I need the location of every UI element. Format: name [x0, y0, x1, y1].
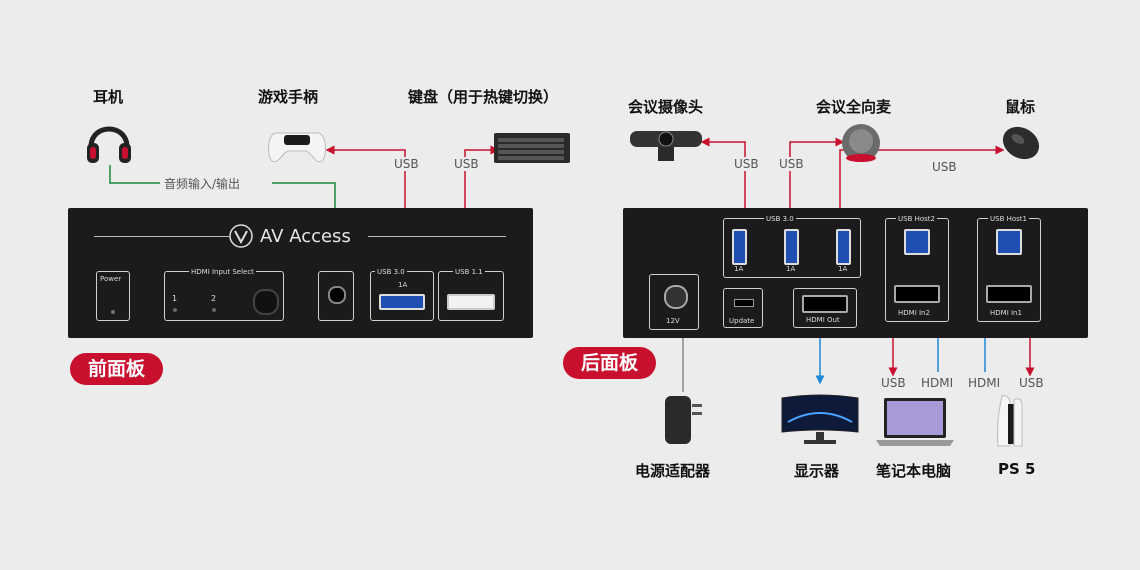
power-adapter-icon [665, 396, 702, 444]
ps5-label: PS 5 [998, 460, 1036, 478]
hdmi-out-group: HDMI Out [793, 288, 857, 328]
camera-usb-line [700, 137, 750, 237]
power-adapter-label: 电源适配器 [635, 462, 711, 480]
ps5-hdmi-label: HDMI [968, 376, 1001, 390]
update-port[interactable]: Update [723, 288, 763, 328]
usb-host2-label: USB Host2 [896, 215, 937, 223]
audio-port[interactable] [318, 271, 354, 321]
camera-usb-label: USB [734, 157, 759, 171]
usb-hub-port-3[interactable] [836, 229, 851, 265]
hdmi-select-label: HDMI Input Select [189, 268, 256, 276]
keyboard-usb-label: USB [454, 157, 479, 171]
usb-hub-current-3: 1A [838, 265, 848, 273]
camera-label: 会议摄像头 [628, 98, 704, 116]
usb-hub-ports: USB 3.0 1A 1A 1A [723, 215, 861, 278]
power-port-label: 12V [666, 317, 680, 325]
mouse-label: 鼠标 [1005, 98, 1036, 116]
host2-group: USB Host2 HDMI In2 [885, 215, 949, 322]
hdmi-in1-port[interactable] [986, 285, 1032, 303]
usb11-port-front[interactable]: USB 1.1 [438, 268, 504, 321]
laptop-hdmi-label: HDMI [921, 376, 954, 390]
keyboard-icon [494, 133, 570, 163]
hdmi-out-label: HDMI Out [806, 316, 840, 324]
usb11-label: USB 1.1 [453, 268, 485, 276]
mouse-usb-label: USB [932, 160, 957, 174]
hdmi-out-port[interactable] [802, 295, 848, 313]
av-access-logo-icon [229, 224, 253, 248]
keyboard-label: 键盘（用于热键切换） [408, 88, 559, 106]
usb-hub-label: USB 3.0 [764, 215, 796, 223]
rear-panel-badge: 后面板 [563, 347, 657, 379]
laptop-label: 笔记本电脑 [876, 462, 952, 480]
ps5-usb-label: USB [1019, 376, 1044, 390]
mouse-usb-line [835, 145, 1005, 237]
mic-usb-line [785, 137, 845, 237]
select-button[interactable] [253, 289, 279, 315]
hdmi-in2-port[interactable] [894, 285, 940, 303]
headphones-icon [87, 126, 131, 163]
front-panel: AV Access Power HDMI Input Select 1 2 US… [68, 208, 533, 338]
power-port[interactable]: 12V [649, 274, 699, 330]
mic-usb-label: USB [779, 157, 804, 171]
rear-panel: USB 3.0 1A 1A 1A USB Host2 HDMI In2 USB … [623, 208, 1088, 338]
laptop-usb-label: USB [881, 376, 906, 390]
usb-hub-current-2: 1A [786, 265, 796, 273]
select-number-1: 1 [172, 294, 178, 303]
mic-label: 会议全向麦 [816, 98, 892, 116]
usb30-label: USB 3.0 [375, 268, 407, 276]
headphones-label: 耳机 [93, 88, 124, 106]
usb30-current: 1A [398, 281, 408, 289]
usb30-port-front[interactable]: USB 3.0 1A [370, 268, 434, 321]
ps5-icon [997, 395, 1023, 447]
hdmi-input-select: HDMI Input Select 1 2 [164, 268, 284, 321]
hdmi-in2-label: HDMI In2 [898, 309, 930, 317]
power-button[interactable]: Power [96, 271, 130, 321]
usb-host2-port[interactable] [904, 229, 930, 255]
gamepad-usb-label: USB [394, 157, 419, 171]
update-label: Update [729, 317, 755, 325]
host1-group: USB Host1 HDMI In1 [977, 215, 1041, 322]
laptop-icon [876, 398, 954, 446]
usb-host1-port[interactable] [996, 229, 1022, 255]
usb-host1-label: USB Host1 [988, 215, 1029, 223]
usb-hub-port-1[interactable] [732, 229, 747, 265]
monitor-label: 显示器 [794, 462, 840, 480]
select-number-2: 2 [211, 294, 217, 303]
front-panel-badge: 前面板 [70, 353, 164, 385]
camera-icon [630, 131, 702, 161]
gamepad-icon [268, 132, 326, 163]
usb-hub-current-1: 1A [734, 265, 744, 273]
mic-icon [842, 124, 880, 162]
brand-name: AV Access [260, 226, 351, 247]
power-label: Power [100, 275, 122, 283]
mouse-icon [1002, 126, 1040, 160]
audio-line-label: 音频输入/输出 [162, 175, 243, 192]
usb-hub-port-2[interactable] [784, 229, 799, 265]
hdmi-in1-label: HDMI In1 [990, 309, 1022, 317]
gamepad-label: 游戏手柄 [258, 88, 319, 106]
monitor-icon [781, 394, 859, 444]
